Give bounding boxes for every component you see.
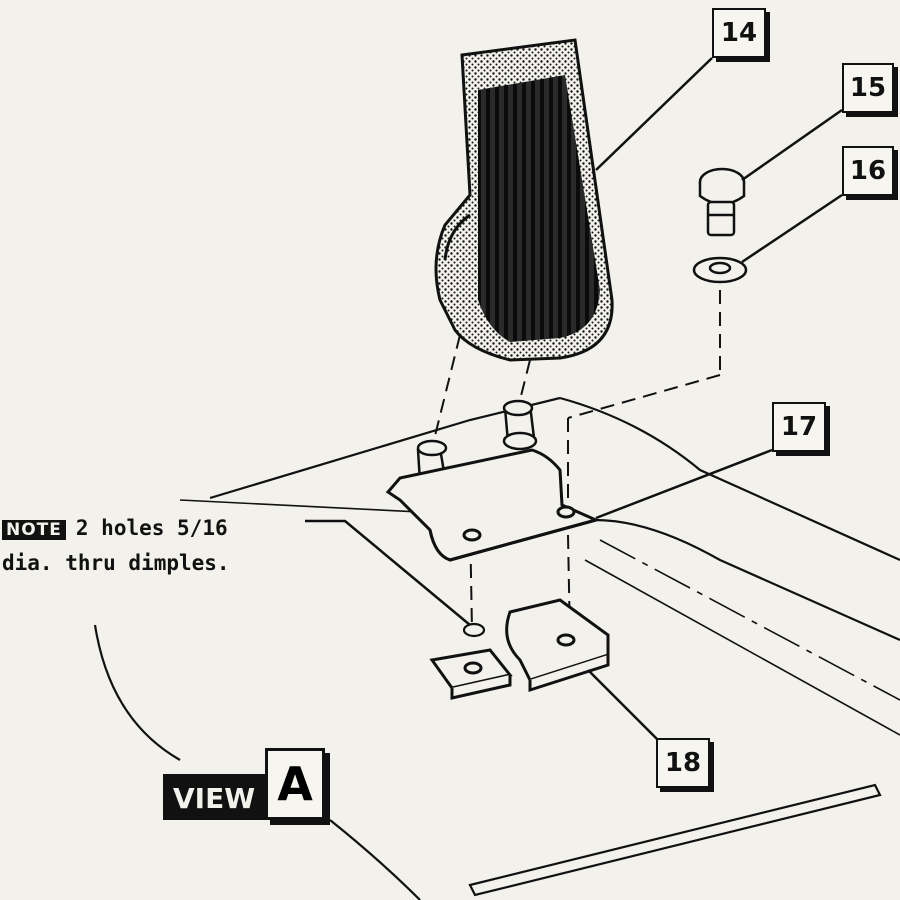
- accelerator-pedal: [434, 38, 614, 362]
- note-line-1-text: 2 holes 5/16: [75, 516, 228, 540]
- callout-14: 14: [712, 8, 766, 58]
- washer: [692, 256, 748, 284]
- callout-18: 18: [656, 738, 710, 788]
- reinforcement-plates: [429, 598, 610, 700]
- leader-lines: [305, 57, 843, 741]
- callout-17: 17: [772, 402, 826, 452]
- note-badge: NOTE: [2, 520, 66, 540]
- bolt: [698, 167, 746, 237]
- callout-15: 15: [842, 63, 894, 113]
- view-label: VIEW A: [163, 740, 326, 820]
- view-word: VIEW: [163, 774, 266, 820]
- note-line-2: dia. thru dimples.: [2, 551, 230, 575]
- callout-16: 16: [842, 146, 894, 196]
- note-text: NOTE 2 holes 5/16 dia. thru dimples.: [2, 512, 230, 580]
- view-letter: A: [265, 748, 326, 820]
- floor-pan: [93, 396, 900, 900]
- assembly-lines: [431, 290, 721, 641]
- note-line-1: NOTE 2 holes 5/16: [2, 512, 230, 547]
- mounting-plate: [385, 448, 601, 562]
